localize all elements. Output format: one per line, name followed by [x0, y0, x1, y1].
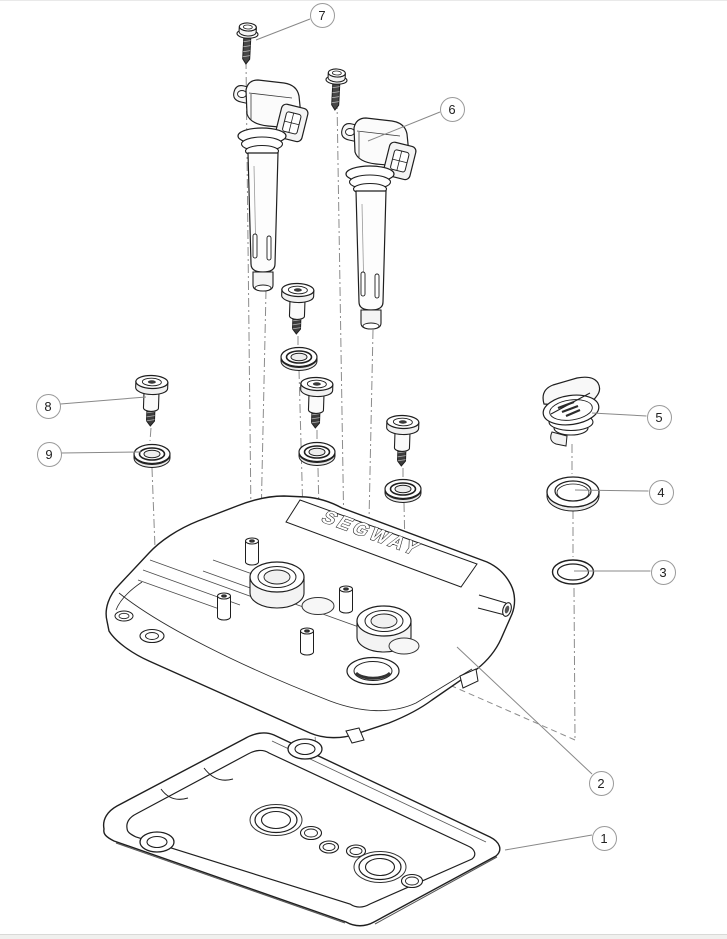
callout-7[interactable]: 7 [309, 2, 335, 28]
ignition-coil-right [341, 117, 418, 330]
bolt-seal-mid-3 [384, 478, 422, 504]
callout-1[interactable]: 1 [591, 825, 617, 851]
footer-divider [0, 934, 727, 939]
bolt-seal-mid-2 [298, 441, 336, 467]
cover-bolt-mid-2 [298, 376, 334, 430]
callout-2[interactable]: 2 [588, 770, 614, 796]
callout-4[interactable]: 4 [648, 479, 674, 505]
cover-bolt-mid-3 [384, 414, 420, 468]
cap-seal-ring [546, 476, 600, 512]
ignition-coil-left [233, 79, 310, 292]
leader-lines [60, 18, 651, 851]
o-ring [551, 559, 595, 585]
coil-flange-bolt-right [323, 67, 349, 112]
bolt-seal-left [133, 443, 171, 469]
valve-cover: SEGWAY [105, 495, 516, 744]
oil-filler-cap [542, 376, 601, 447]
callout-8[interactable]: 8 [35, 393, 61, 419]
callout-5[interactable]: 5 [646, 404, 672, 430]
callout-3[interactable]: 3 [650, 559, 676, 585]
callout-9[interactable]: 9 [36, 441, 62, 467]
cover-bolt-left [133, 374, 169, 428]
top-border [0, 0, 727, 1]
bolt-seal-mid-1 [280, 346, 318, 372]
cover-bolt-mid-1 [279, 282, 315, 336]
coil-flange-bolt-left [234, 21, 260, 66]
callout-6[interactable]: 6 [439, 96, 465, 122]
valve-cover-gasket [102, 732, 501, 927]
